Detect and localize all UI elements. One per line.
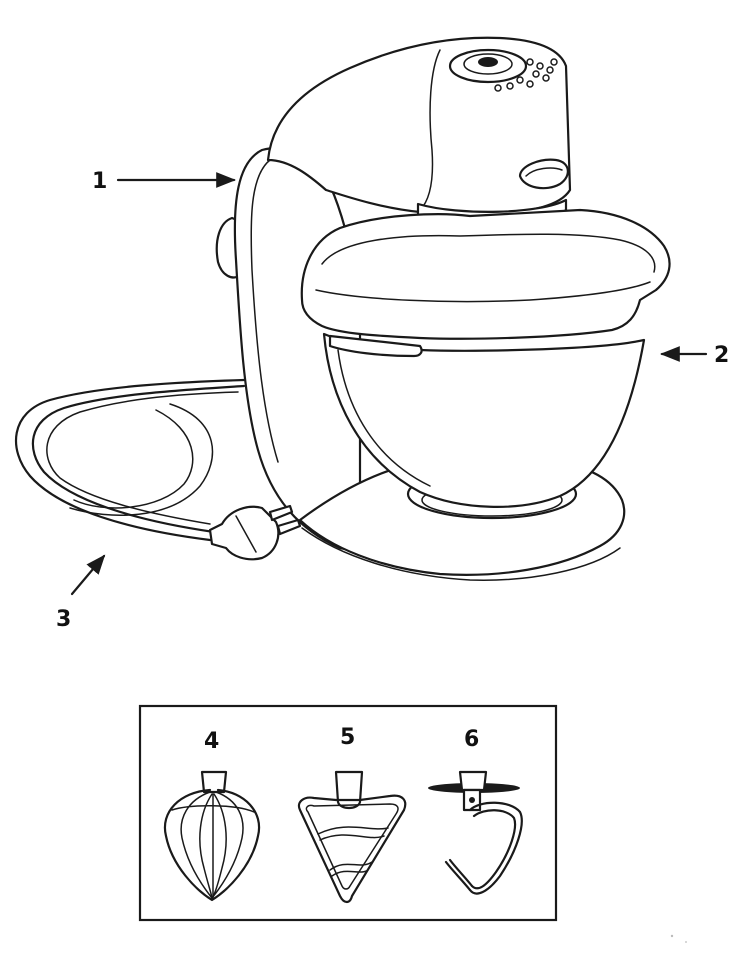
- dough-hook-attachment: [428, 770, 523, 895]
- power-cord: [15, 378, 302, 561]
- callout-number-5: 5: [340, 725, 355, 750]
- speed-indicator-dots: [494, 58, 558, 92]
- callout-arrow-3: [70, 554, 106, 596]
- whisk-attachment: [163, 770, 261, 902]
- flat-beater-attachment: [297, 770, 407, 904]
- callout-number-6: 6: [464, 727, 479, 752]
- callout-number-2: 2: [714, 343, 729, 368]
- callout-number-4: 4: [204, 729, 219, 754]
- callout-number-3: 3: [56, 607, 71, 632]
- mixing-bowl: [300, 208, 671, 508]
- callout-number-1: 1: [92, 169, 107, 194]
- attachments-frame: [138, 704, 558, 922]
